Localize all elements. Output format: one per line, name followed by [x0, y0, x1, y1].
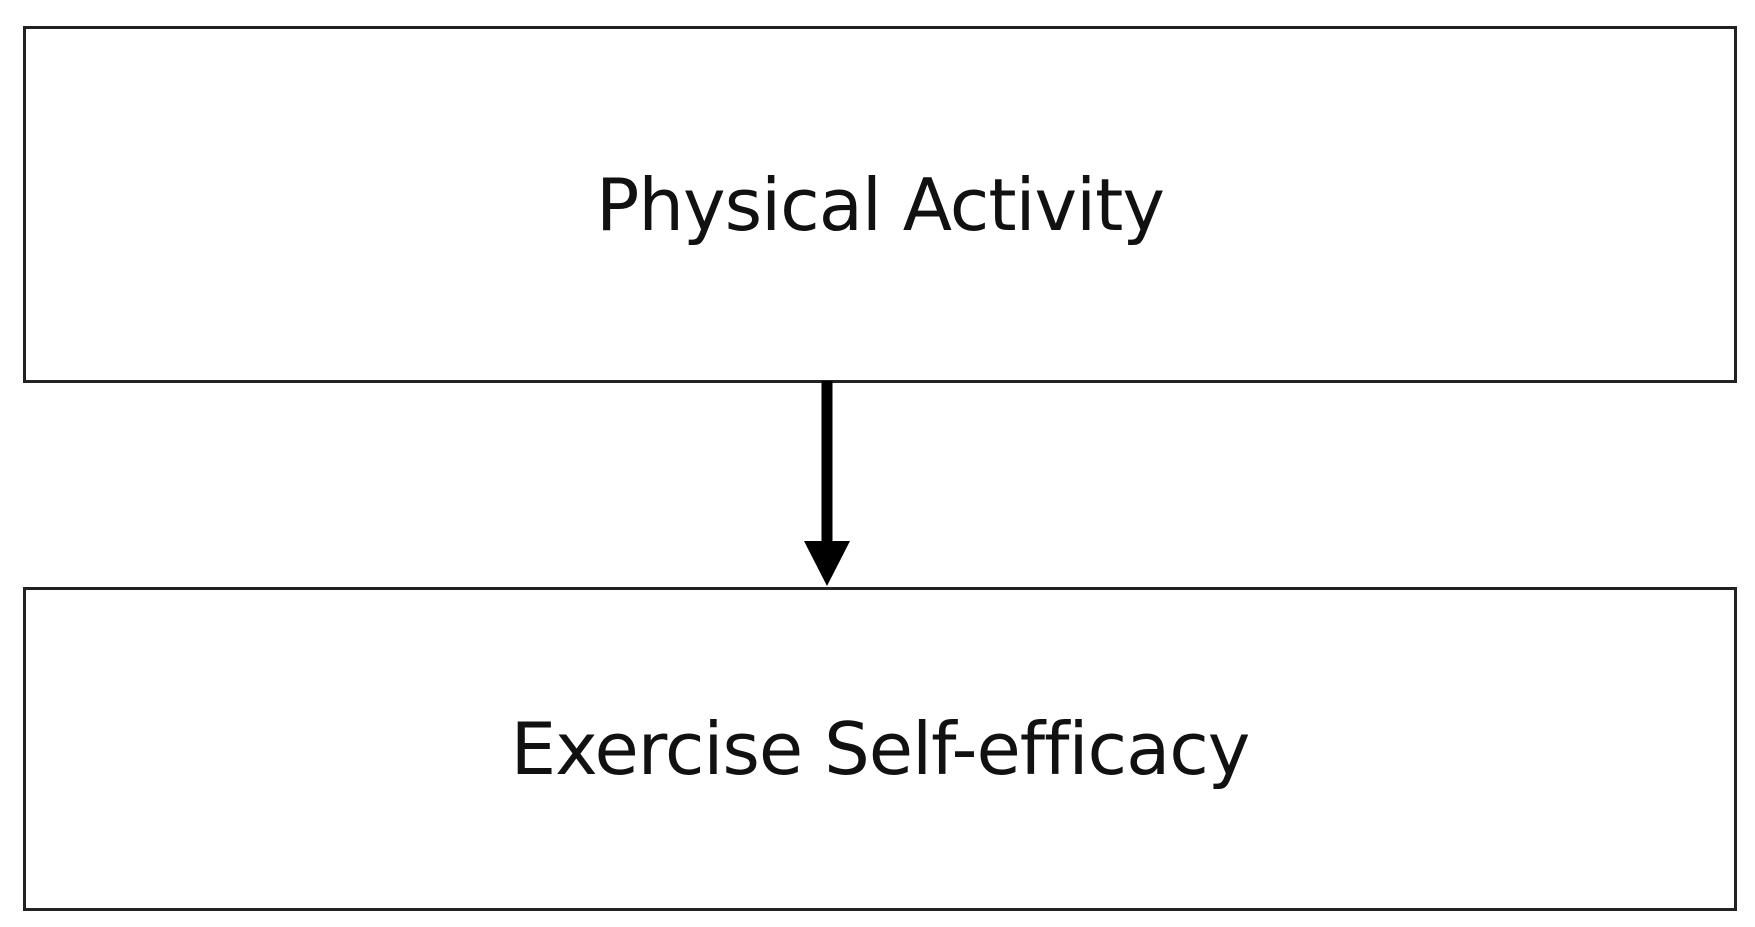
exercise-self-efficacy-box: Exercise Self-efficacy [23, 587, 1737, 911]
down-arrow [804, 381, 850, 586]
physical-activity-box: Physical Activity [23, 26, 1737, 383]
exercise-self-efficacy-label: Exercise Self-efficacy [510, 707, 1251, 791]
physical-activity-label: Physical Activity [595, 162, 1165, 247]
arrow-head [804, 541, 850, 586]
